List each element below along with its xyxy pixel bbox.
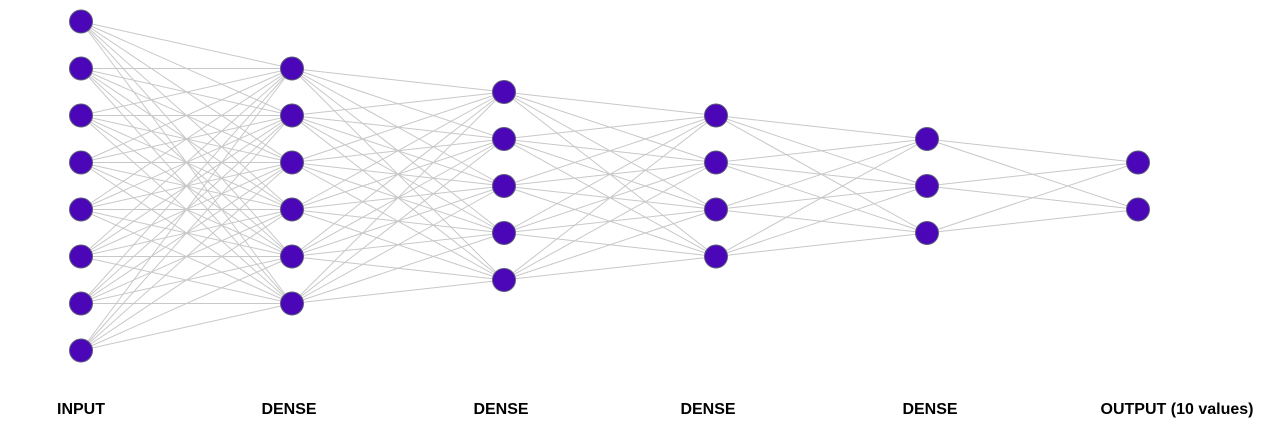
connection-l1-5-to-4 xyxy=(291,279,505,304)
neuron-layer2-node4 xyxy=(492,268,516,292)
layer-label-dense-1: DENSE xyxy=(261,401,317,418)
connection-l0-4-to-0 xyxy=(80,68,293,210)
neuron-layer1-node0 xyxy=(280,56,304,81)
connection-l2-4-to-3 xyxy=(503,256,717,281)
connection-l1-0-to-0 xyxy=(291,68,505,93)
connection-l0-7-to-0 xyxy=(80,68,293,351)
neuron-layer3-node1 xyxy=(704,150,728,175)
connection-l3-3-to-1 xyxy=(715,185,928,257)
connection-l1-5-to-1 xyxy=(291,138,505,304)
connection-l2-4-to-0 xyxy=(503,115,717,281)
connection-l2-1-to-0 xyxy=(503,115,717,140)
connections xyxy=(80,21,1139,351)
neuron-layer1-node1 xyxy=(280,103,304,128)
neuron-layer3-node3 xyxy=(704,244,728,269)
neuron-layer4-node0 xyxy=(915,127,939,151)
connection-l4-0-to-0 xyxy=(926,138,1139,163)
layer-label-dense-2: DENSE xyxy=(473,401,529,418)
neuron-layer1-node2 xyxy=(280,150,304,175)
neuron-layer2-node3 xyxy=(492,221,516,245)
connection-l0-7-to-4 xyxy=(80,256,293,351)
connection-l1-5-to-2 xyxy=(291,185,505,304)
connection-l0-7-to-2 xyxy=(80,162,293,351)
connection-l3-3-to-2 xyxy=(715,232,928,257)
neuron-layer2-node0 xyxy=(492,80,516,104)
connection-l3-1-to-0 xyxy=(715,138,928,163)
layer-label-dense-3: DENSE xyxy=(680,401,736,418)
connection-l2-0-to-0 xyxy=(503,91,717,116)
neuron-layer0-node4 xyxy=(69,197,93,222)
neuron-layer3-node2 xyxy=(704,197,728,222)
connection-l0-2-to-0 xyxy=(80,68,293,116)
neuron-layer2-node2 xyxy=(492,174,516,198)
connection-l0-3-to-0 xyxy=(80,68,293,163)
connection-l4-2-to-0 xyxy=(926,162,1139,234)
connection-l0-0-to-0 xyxy=(80,21,293,69)
connection-l3-3-to-0 xyxy=(715,138,928,257)
connection-l2-4-to-2 xyxy=(503,209,717,281)
neuron-layer1-node3 xyxy=(280,197,304,222)
neuron-layer3-node0 xyxy=(704,103,728,128)
neuron-layer0-node3 xyxy=(69,150,93,175)
connection-l1-1-to-0 xyxy=(291,91,505,116)
neuron-layer0-node2 xyxy=(69,103,93,128)
connection-l0-5-to-0 xyxy=(80,68,293,257)
connection-l3-0-to-0 xyxy=(715,115,928,140)
connection-l4-2-to-1 xyxy=(926,209,1139,234)
connection-l0-7-to-3 xyxy=(80,209,293,351)
neuron-layer1-node4 xyxy=(280,244,304,269)
connection-l2-3-to-0 xyxy=(503,115,717,234)
neuron-layer5-node0 xyxy=(1126,150,1150,175)
connection-l4-1-to-0 xyxy=(926,162,1139,187)
layer-label-dense-4: DENSE xyxy=(902,401,958,418)
connection-l0-7-to-5 xyxy=(80,303,293,351)
connection-l1-5-to-3 xyxy=(291,232,505,304)
neuron-layer1-node5 xyxy=(280,291,304,316)
connection-l0-7-to-1 xyxy=(80,115,293,351)
connection-l1-3-to-0 xyxy=(291,91,505,210)
neuron-layer4-node1 xyxy=(915,174,939,198)
connection-l3-2-to-0 xyxy=(715,138,928,210)
neuron-layer0-node7 xyxy=(69,338,93,363)
neuron-layer5-node1 xyxy=(1126,197,1150,222)
neuron-layer4-node2 xyxy=(915,221,939,245)
neuron-layer0-node0 xyxy=(69,9,93,34)
neurons xyxy=(69,9,1150,363)
connection-l1-4-to-0 xyxy=(291,91,505,257)
layer-label-output: OUTPUT (10 values) xyxy=(1100,401,1254,418)
connection-l0-6-to-0 xyxy=(80,68,293,304)
layer-label-input: INPUT xyxy=(57,401,105,418)
connection-l2-4-to-1 xyxy=(503,162,717,281)
connection-l1-5-to-0 xyxy=(291,91,505,304)
neuron-layer2-node1 xyxy=(492,127,516,151)
neuron-layer0-node5 xyxy=(69,244,93,269)
neuron-layer0-node6 xyxy=(69,291,93,316)
neuron-layer0-node1 xyxy=(69,56,93,81)
connection-l2-2-to-0 xyxy=(503,115,717,187)
connection-l1-2-to-0 xyxy=(291,91,505,163)
